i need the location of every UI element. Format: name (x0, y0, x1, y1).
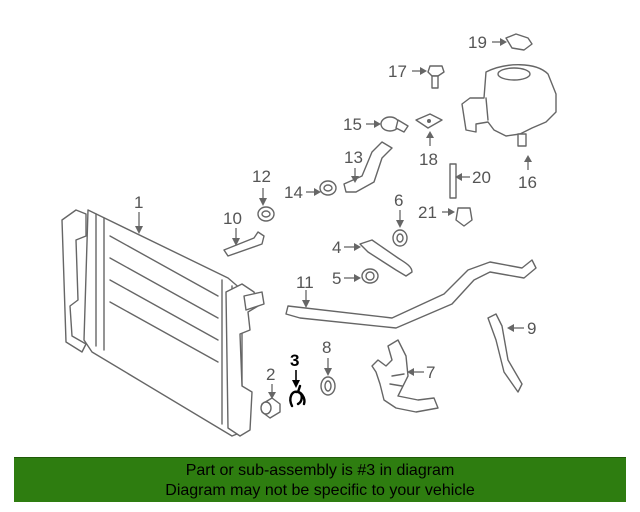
part-6-clamp (392, 229, 408, 247)
part-7-hose (371, 339, 439, 413)
callout-10[interactable]: 10 (223, 209, 242, 228)
part-5-clamp (361, 268, 379, 284)
callout-15[interactable]: 15 (343, 115, 362, 134)
part-10-hose (223, 231, 265, 257)
callout-20[interactable]: 20 (472, 168, 491, 187)
callout-7[interactable]: 7 (426, 363, 435, 382)
banner-line-1: Part or sub-assembly is #3 in diagram (185, 462, 455, 479)
callout-5[interactable]: 5 (332, 269, 341, 288)
callout-18[interactable]: 18 (419, 150, 438, 169)
part-19-cap (505, 33, 533, 51)
callout-17[interactable]: 17 (388, 62, 407, 81)
banner-line-2: Diagram may not be specific to your vehi… (165, 482, 475, 499)
callout-21[interactable]: 21 (418, 203, 437, 222)
part-18-bracket (415, 113, 443, 129)
part-12-clamp (257, 206, 275, 222)
part-14-clamp (319, 180, 337, 196)
callout-2[interactable]: 2 (266, 365, 275, 384)
callout-13[interactable]: 13 (344, 148, 363, 167)
callout-4[interactable]: 4 (332, 238, 341, 257)
radiator (61, 209, 265, 437)
callout-19[interactable]: 19 (468, 33, 487, 52)
callout-6[interactable]: 6 (394, 191, 403, 210)
part-11-long-hose (285, 259, 537, 329)
callout-9[interactable]: 9 (527, 319, 536, 338)
part-9-hose (487, 313, 523, 393)
callout-14[interactable]: 14 (284, 183, 303, 202)
part-21-connector (455, 207, 473, 227)
callout-8[interactable]: 8 (322, 338, 331, 357)
parts-diagram: 1 2 3 4 5 6 7 (61, 33, 557, 437)
info-banner: Part or sub-assembly is #3 in diagram Di… (14, 457, 626, 502)
part-20-sensor (449, 163, 457, 199)
callout-1[interactable]: 1 (134, 193, 143, 212)
part-4-hose (359, 239, 413, 277)
part-16-expansion-tank (461, 64, 557, 147)
part-15-cap (380, 116, 409, 133)
callout-16[interactable]: 16 (518, 173, 537, 192)
callout-12[interactable]: 12 (252, 167, 271, 186)
part-2-connector (260, 397, 281, 419)
callout-11[interactable]: 11 (296, 273, 314, 292)
callout-3[interactable]: 3 (290, 351, 299, 370)
part-17-bolt (427, 65, 445, 89)
part-8-seal-ring (320, 376, 336, 396)
part-3-clip (289, 384, 306, 408)
